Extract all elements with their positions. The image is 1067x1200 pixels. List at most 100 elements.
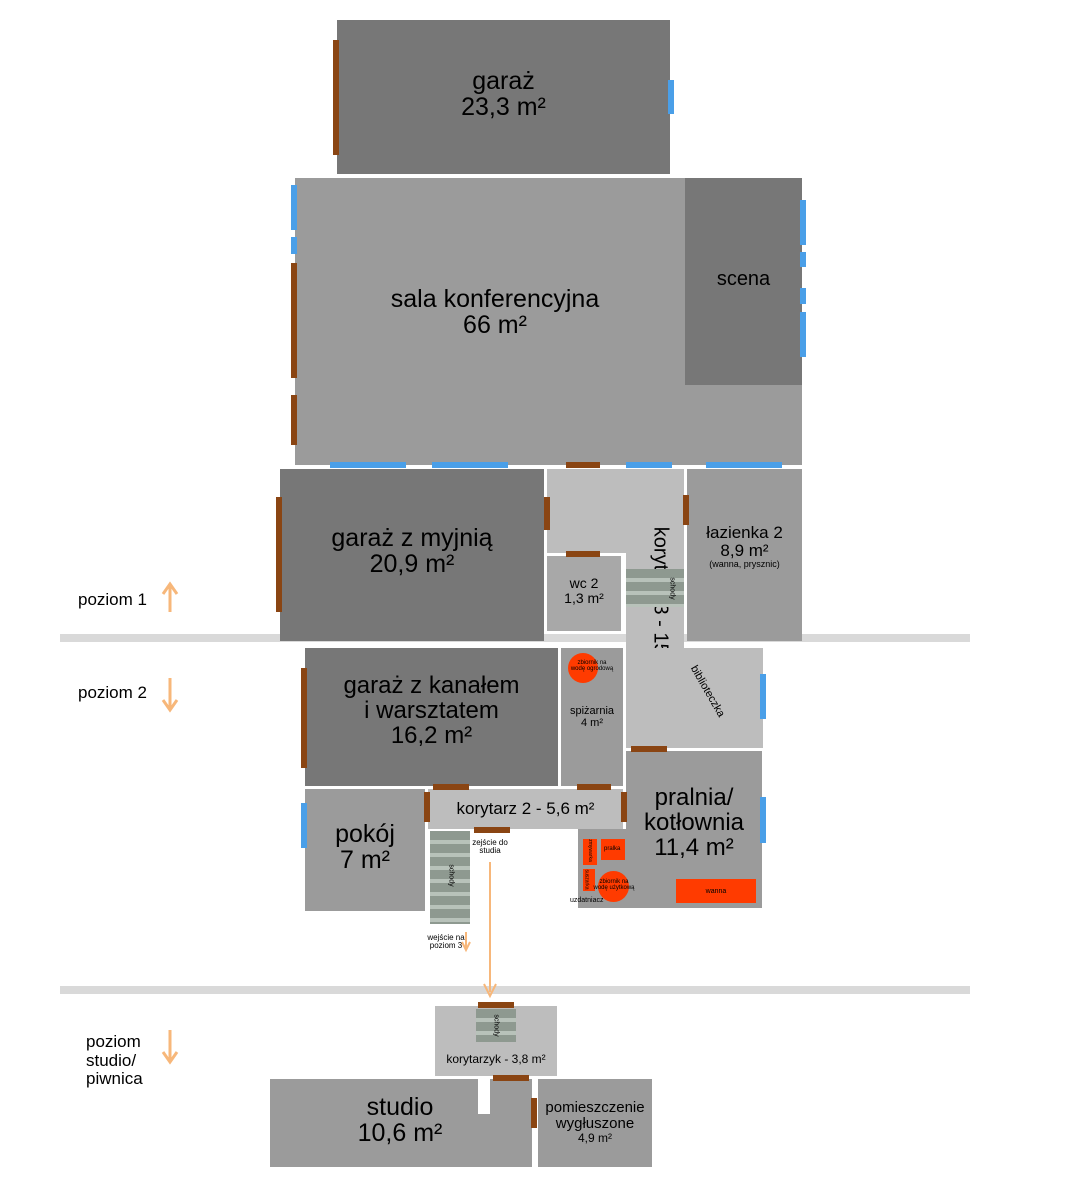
room-garaz[interactable]: garaż 23,3 m² <box>337 20 670 174</box>
window-sala-east-2 <box>800 252 806 267</box>
water-softener-label: uzdatniacz <box>570 897 604 904</box>
room-name: spiżarnia <box>569 705 615 717</box>
room-scena[interactable]: scena <box>685 178 802 385</box>
window-sala-south-1 <box>330 462 406 468</box>
door-garaz-kanal[interactable] <box>301 668 307 768</box>
room-name: korytarzyk - 3,8 m² <box>446 1052 546 1066</box>
door-wygluszone[interactable] <box>531 1098 537 1128</box>
window-biblioteczka <box>760 674 766 719</box>
room-name-line2: i warsztatem <box>364 697 499 725</box>
level-1-label: poziom 1 <box>78 590 147 609</box>
door-myjnia[interactable] <box>276 497 282 612</box>
tank-utility-icon <box>598 871 629 902</box>
room-name: scena <box>716 268 771 290</box>
room-name: sala konferencyjna <box>390 285 600 313</box>
room-biblioteczka[interactable]: biblioteczka <box>626 648 763 748</box>
level-3-label: poziom studio/ piwnica <box>86 1032 143 1089</box>
bathtub-icon <box>676 879 756 903</box>
stairs-studio[interactable] <box>476 1009 516 1042</box>
room-garaz-z-myjnia[interactable]: garaż z myjnią 20,9 m² <box>280 469 544 641</box>
room-name: pokój <box>335 820 395 848</box>
room-name-line1: pomieszczenie <box>545 1099 645 1116</box>
room-name: studio <box>366 1093 434 1121</box>
washing-machine-label: pralka <box>604 846 621 852</box>
room-area: 8,9 m² <box>720 540 769 560</box>
door-sala-west[interactable] <box>291 263 297 378</box>
door-myjnia-korytarz[interactable] <box>544 497 550 530</box>
door-spizarnia[interactable] <box>577 784 611 790</box>
entry-arrow-head <box>461 941 471 953</box>
room-name: łazienka 2 <box>706 523 783 542</box>
level-3-down-arrow <box>161 1030 179 1065</box>
room-area: 10,6 m² <box>357 1119 443 1148</box>
level-divider-2 <box>60 986 970 994</box>
door-wc2[interactable] <box>566 551 600 557</box>
room-area: 4,9 m² <box>577 1130 612 1145</box>
room-area: 66 m² <box>463 311 527 340</box>
door-lazienka[interactable] <box>683 495 689 525</box>
window-pralnia <box>760 797 766 843</box>
door-kanal-korytarz[interactable] <box>433 784 469 790</box>
stairs-to-level-3[interactable] <box>430 831 470 924</box>
room-garaz-z-kanalem[interactable]: garaż z kanałem i warsztatem 16,2 m² <box>305 648 558 786</box>
room-korytarz-2[interactable]: korytarz 2 - 5,6 m² <box>428 789 623 829</box>
window-sala-west-1 <box>291 185 297 230</box>
window-sala-east-1 <box>800 200 806 245</box>
door-korytarzyk[interactable] <box>478 1002 514 1008</box>
dishwasher-icon <box>583 839 597 865</box>
stairs-korytarz-3[interactable] <box>626 569 684 607</box>
room-pomieszczenie-wygluszone[interactable]: pomieszczenie wygłuszone 4,9 m² <box>538 1079 652 1167</box>
room-area: 11,4 m² <box>654 834 734 862</box>
room-name: korytarz 2 - 5,6 m² <box>456 799 595 818</box>
dryer-icon <box>583 869 595 891</box>
room-name: garaż z myjnią <box>331 524 493 552</box>
window-sala-east-4 <box>800 312 806 357</box>
room-studio-right <box>490 1079 532 1167</box>
room-area: 23,3 m² <box>461 93 546 122</box>
door-studio[interactable] <box>493 1075 529 1081</box>
door-pokoj[interactable] <box>424 792 430 822</box>
room-area: 7 m² <box>340 846 390 875</box>
door-sala-korytarz[interactable] <box>566 462 600 468</box>
room-name-line2: kotłownia <box>643 809 745 837</box>
room-name-line2: wygłuszone <box>555 1114 635 1132</box>
window-sala-south-2 <box>432 462 508 468</box>
room-studio-notch <box>478 1114 490 1167</box>
level-2-label: poziom 2 <box>78 683 147 702</box>
room-area: 20,9 m² <box>369 550 455 579</box>
window-sala-south-4 <box>706 462 782 468</box>
door-pralnia-north[interactable] <box>631 746 667 752</box>
window-sala-west-2 <box>291 237 297 254</box>
door-garaz[interactable] <box>333 40 339 155</box>
room-name: garaż <box>472 67 535 95</box>
washing-machine-icon <box>601 839 625 860</box>
window-sala-south-3 <box>626 462 672 468</box>
window-pokoj <box>301 803 307 848</box>
window-sala-east-3 <box>800 288 806 304</box>
descent-arrow-head <box>483 983 497 999</box>
tank-garden-icon <box>568 653 598 683</box>
bathtub-label: wanna <box>705 888 727 895</box>
stairs-label: schody <box>492 1014 500 1037</box>
room-lazienka-2[interactable]: łazienka 2 8,9 m² (wanna, prysznic) <box>687 469 802 641</box>
room-korytarz-3-upper[interactable] <box>547 469 684 553</box>
door-sala-west-2[interactable] <box>291 395 297 445</box>
room-pokoj[interactable]: pokój 7 m² <box>305 789 425 911</box>
room-area: 1,3 m² <box>564 589 604 606</box>
level-2-down-arrow <box>161 678 179 713</box>
room-area: 16,2 m² <box>390 722 473 750</box>
door-descent[interactable] <box>474 827 510 833</box>
room-wc-2[interactable]: wc 2 1,3 m² <box>547 556 621 631</box>
room-name-line1: garaż z kanałem <box>343 672 520 699</box>
window-garaz <box>668 80 674 114</box>
room-note: (wanna, prysznic) <box>709 558 780 569</box>
room-studio[interactable]: studio 10,6 m² <box>270 1079 478 1167</box>
room-name-line1: pralnia/ <box>654 784 734 811</box>
level-1-up-arrow <box>161 581 179 612</box>
door-pralnia[interactable] <box>621 792 627 822</box>
